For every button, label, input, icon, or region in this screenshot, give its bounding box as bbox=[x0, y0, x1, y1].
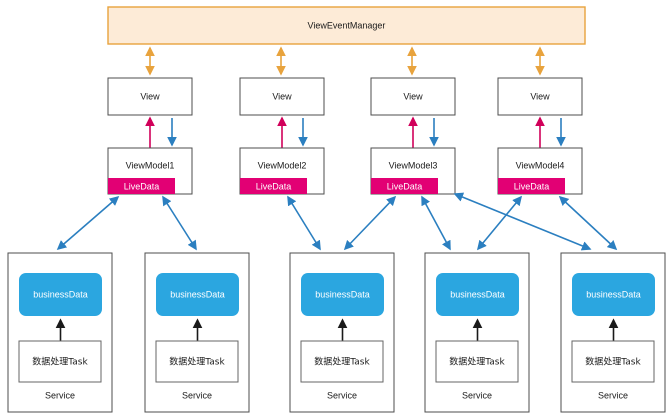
business-data-label-2: businessData bbox=[170, 289, 225, 299]
service-label-4: Service bbox=[462, 390, 492, 400]
service-box-4[interactable]: businessData 数据处理Task Service bbox=[424, 252, 530, 413]
task-label-4: 数据处理Task bbox=[449, 356, 505, 368]
viewmodel-label-2: ViewModel2 bbox=[258, 160, 307, 170]
livedata-badge-3: LiveData bbox=[387, 181, 423, 191]
service-label-1: Service bbox=[45, 390, 75, 400]
arrow-viewmodel3-service4 bbox=[421, 195, 451, 251]
task-label-5: 数据处理Task bbox=[585, 356, 641, 368]
arrow-viewmodel3-service3 bbox=[343, 195, 397, 251]
viewmodel-label-3: ViewModel3 bbox=[389, 160, 438, 170]
viewmodel-label-1: ViewModel1 bbox=[126, 160, 175, 170]
arrow-viewmodel2-service3 bbox=[287, 195, 321, 251]
arrow-viewmodel4-service4 bbox=[476, 195, 523, 251]
service-box-1[interactable]: businessData 数据处理Task Service bbox=[7, 252, 113, 413]
task-label-2: 数据处理Task bbox=[169, 356, 225, 368]
task-label-1: 数据处理Task bbox=[32, 356, 88, 368]
view-label-3: View bbox=[403, 91, 423, 101]
view-event-manager-box[interactable]: ViewEventManager bbox=[107, 6, 586, 45]
task-label-3: 数据处理Task bbox=[314, 356, 370, 368]
livedata-badge-1: LiveData bbox=[124, 181, 160, 191]
viewmodel-box-4[interactable]: ViewModel4 LiveData bbox=[497, 147, 583, 195]
view-box-4[interactable]: View bbox=[497, 77, 583, 116]
view-event-manager-label: ViewEventManager bbox=[308, 20, 386, 30]
livedata-badge-2: LiveData bbox=[256, 181, 292, 191]
livedata-badge-4: LiveData bbox=[514, 181, 550, 191]
service-label-5: Service bbox=[598, 390, 628, 400]
service-box-2[interactable]: businessData 数据处理Task Service bbox=[144, 252, 250, 413]
view-box-2[interactable]: View bbox=[239, 77, 325, 116]
arrow-viewmodel3-service5 bbox=[453, 192, 592, 251]
view-box-1[interactable]: View bbox=[107, 77, 193, 116]
view-box-3[interactable]: View bbox=[370, 77, 456, 116]
business-data-label-3: businessData bbox=[315, 289, 370, 299]
viewmodel-box-3[interactable]: ViewModel3 LiveData bbox=[370, 147, 456, 195]
view-label-2: View bbox=[272, 91, 292, 101]
viewmodel-label-4: ViewModel4 bbox=[516, 160, 565, 170]
business-data-label-1: businessData bbox=[33, 289, 88, 299]
service-label-2: Service bbox=[182, 390, 212, 400]
service-box-3[interactable]: businessData 数据处理Task Service bbox=[289, 252, 395, 413]
arrow-viewmodel1-service1 bbox=[56, 195, 120, 251]
business-data-label-5: businessData bbox=[586, 289, 641, 299]
arrow-viewmodel4-service5 bbox=[558, 195, 618, 251]
view-label-1: View bbox=[140, 91, 160, 101]
service-box-5[interactable]: businessData 数据处理Task Service bbox=[560, 252, 666, 413]
service-label-3: Service bbox=[327, 390, 357, 400]
view-label-4: View bbox=[530, 91, 550, 101]
viewmodel-box-1[interactable]: ViewModel1 LiveData bbox=[107, 147, 193, 195]
business-data-label-4: businessData bbox=[450, 289, 505, 299]
viewmodel-box-2[interactable]: ViewModel2 LiveData bbox=[239, 147, 325, 195]
arrow-viewmodel1-service2 bbox=[162, 195, 197, 251]
